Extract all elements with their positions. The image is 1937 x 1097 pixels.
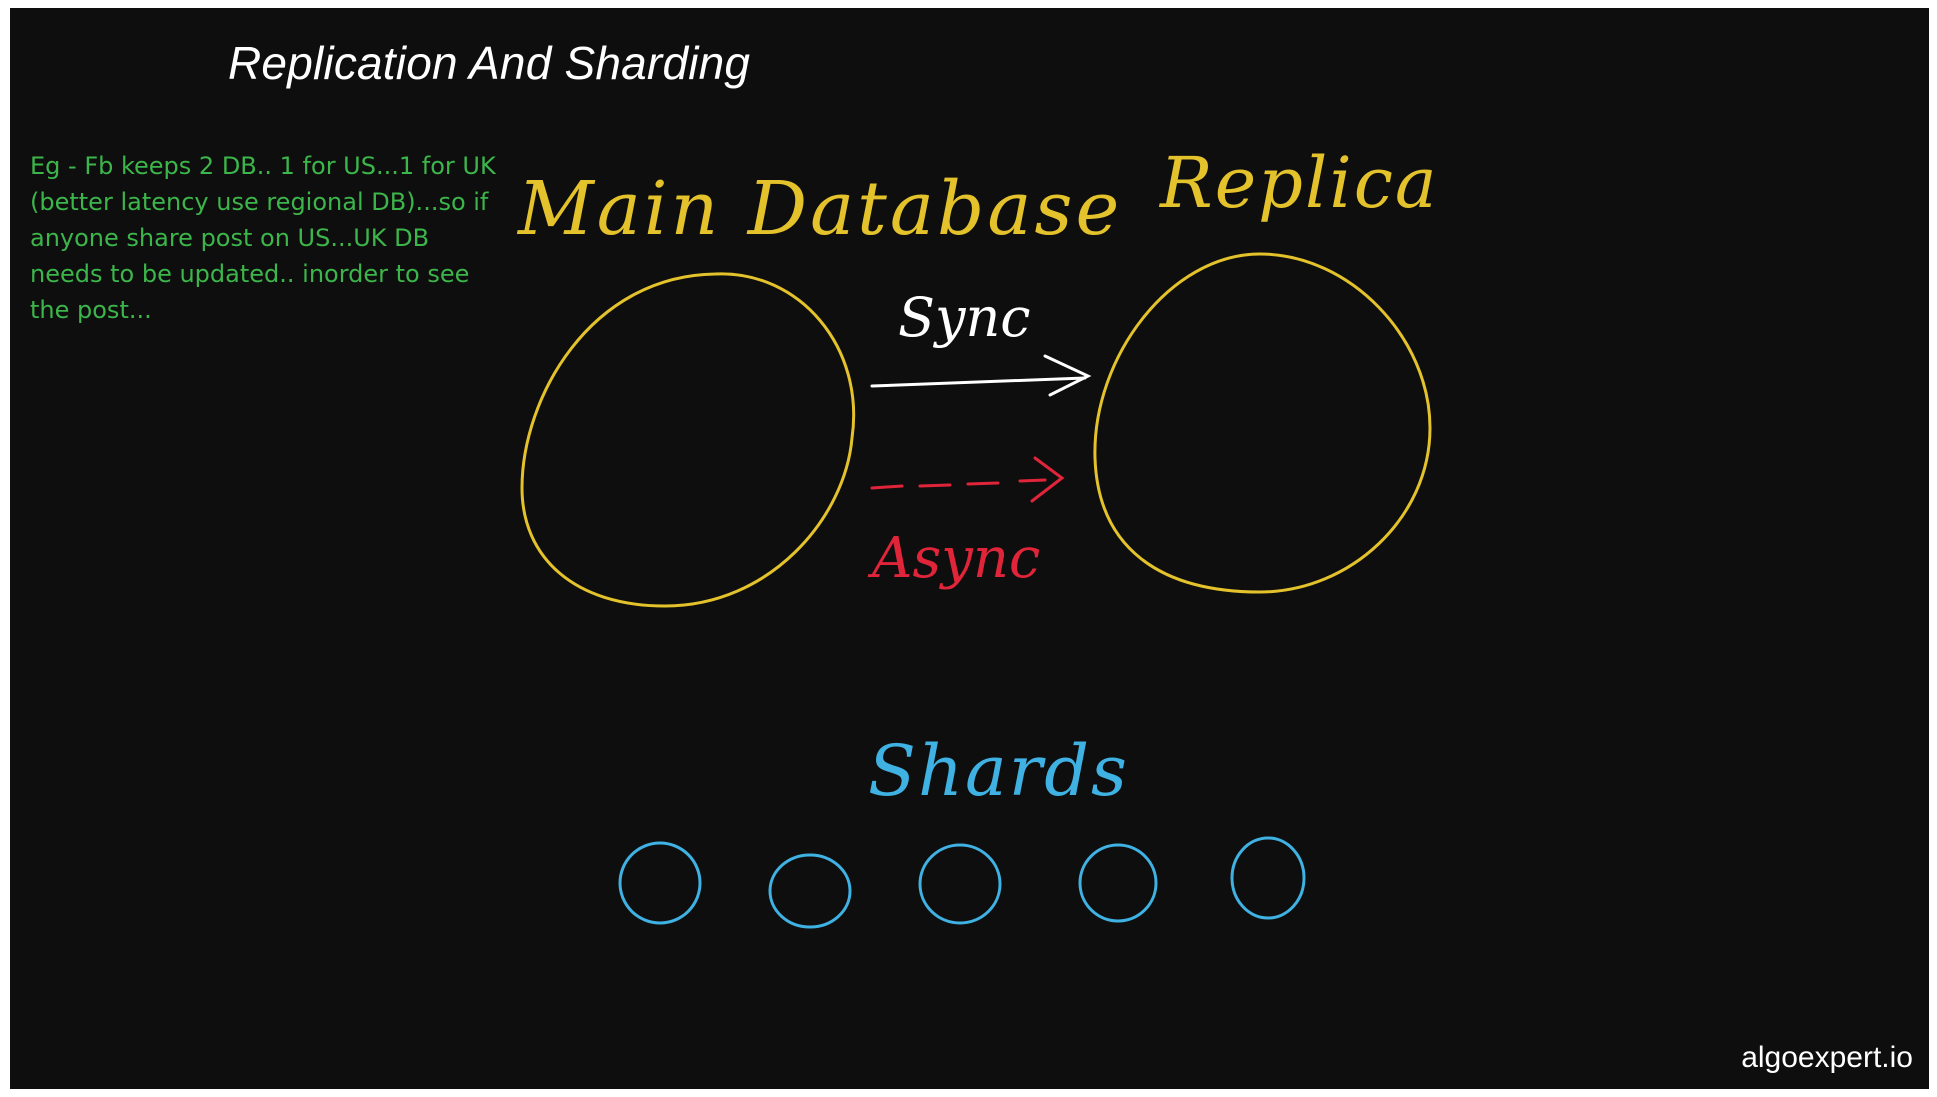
note-line: Eg - Fb keeps 2 DB.. 1 for US...1 for UK xyxy=(30,152,496,180)
async-arrow xyxy=(870,456,1065,503)
shard-circle xyxy=(918,843,1002,925)
note-line: anyone share post on US...UK DB xyxy=(30,224,430,252)
async-label: Async xyxy=(872,526,1041,591)
shard-circle xyxy=(1230,836,1306,920)
shard-circle xyxy=(768,853,852,929)
whiteboard-canvas: Replication And Sharding Eg - Fb keeps 2… xyxy=(10,8,1929,1089)
sync-label: Sync xyxy=(898,286,1031,349)
shards-group xyxy=(618,836,1306,929)
shard-circle xyxy=(618,841,702,925)
diagram-drawing xyxy=(520,252,1432,929)
main-database-circle xyxy=(520,272,855,608)
page-title: Replication And Sharding xyxy=(228,37,751,89)
replica-label: Replica xyxy=(1160,142,1439,224)
note-line: (better latency use regional DB)...so if xyxy=(30,188,489,216)
note-line: the post... xyxy=(30,296,152,324)
brand-watermark: algoexpert.io xyxy=(1741,1041,1913,1074)
replica-circle xyxy=(1093,252,1432,594)
green-note: Eg - Fb keeps 2 DB.. 1 for US...1 for UK… xyxy=(30,148,500,328)
main-database-label: Main Database xyxy=(518,166,1123,252)
note-line: needs to be updated.. inorder to see xyxy=(30,260,470,288)
shard-circle xyxy=(1078,843,1158,923)
sync-arrow xyxy=(870,354,1092,397)
shards-label: Shards xyxy=(868,730,1129,812)
